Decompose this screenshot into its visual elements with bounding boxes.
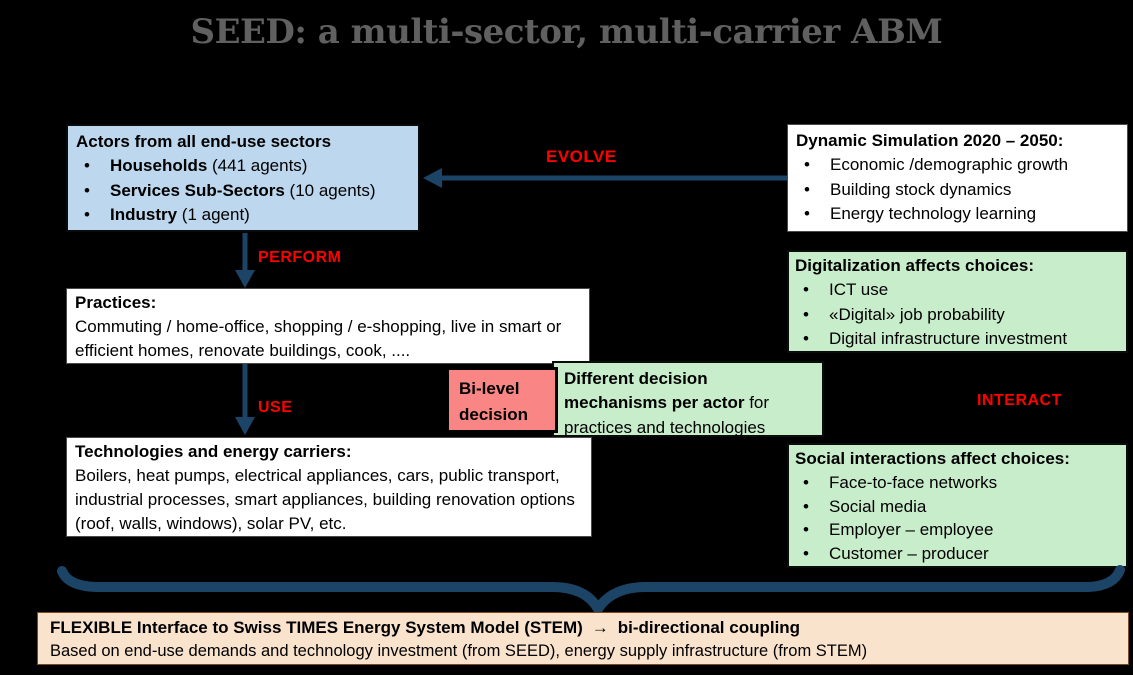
bullet-icon bbox=[795, 471, 829, 495]
footer-line1-rest: bi-directional coupling bbox=[617, 618, 801, 637]
decision-bold-text: Different decision mechanisms per actor bbox=[564, 369, 745, 413]
bullet-icon bbox=[795, 542, 829, 566]
digitalization-list: ICT use «Digital» job probability Digita… bbox=[795, 278, 1120, 351]
bilevel-text: Bi-level decision bbox=[459, 379, 528, 424]
perform-arrow bbox=[235, 233, 255, 288]
digitalization-box: Digitalization affects choices: ICT use … bbox=[787, 250, 1128, 353]
list-item: Services Sub-Sectors (10 agents) bbox=[76, 179, 410, 203]
social-list: Face-to-face networks Social media Emplo… bbox=[795, 471, 1120, 566]
bullet-icon bbox=[795, 278, 829, 302]
interact-label: INTERACT bbox=[977, 392, 1062, 409]
technologies-box: Technologies and energy carriers: Boiler… bbox=[66, 437, 592, 537]
brace-shape bbox=[57, 565, 1125, 614]
actors-box: Actors from all end-use sectors Househol… bbox=[66, 124, 420, 232]
decision-mechanisms-box: Different decision mechanisms per actor … bbox=[552, 361, 824, 437]
dynamic-heading: Dynamic Simulation 2020 – 2050: bbox=[796, 131, 1064, 150]
list-item: Employer – employee bbox=[795, 518, 1120, 542]
footer-line1-text: FLEXIBLE Interface to Swiss TIMES Energy… bbox=[50, 618, 583, 637]
footer-line1: FLEXIBLE Interface to Swiss TIMES Energy… bbox=[50, 616, 1116, 640]
list-item: Social media bbox=[795, 495, 1120, 519]
practices-box: Practices: Commuting / home-office, shop… bbox=[66, 288, 590, 364]
bullet-icon bbox=[796, 202, 830, 226]
actors-item-text: Households (441 agents) bbox=[110, 156, 308, 176]
technologies-heading: Technologies and energy carriers: bbox=[75, 442, 352, 461]
bullet-icon bbox=[795, 518, 829, 542]
digitalization-heading: Digitalization affects choices: bbox=[795, 256, 1034, 275]
actors-list: Households (441 agents) Services Sub-Sec… bbox=[76, 154, 410, 227]
list-item: Customer – producer bbox=[795, 542, 1120, 566]
actors-heading: Actors from all end-use sectors bbox=[76, 132, 332, 151]
bullet-icon bbox=[795, 303, 829, 327]
practices-body: Commuting / home-office, shopping / e-sh… bbox=[75, 317, 562, 361]
evolve-label: EVOLVE bbox=[546, 147, 617, 166]
bullet-icon bbox=[795, 495, 829, 519]
dynamic-list: Economic /demographic growth Building st… bbox=[796, 153, 1119, 226]
actors-item-text: Industry (1 agent) bbox=[110, 205, 250, 225]
perform-label: PERFORM bbox=[258, 249, 342, 266]
practices-heading: Practices: bbox=[75, 293, 157, 312]
bullet-icon bbox=[76, 179, 110, 203]
use-arrow bbox=[235, 364, 255, 435]
list-item: Energy technology learning bbox=[796, 202, 1119, 226]
social-interactions-box: Social interactions affect choices: Face… bbox=[787, 443, 1128, 568]
bullet-icon bbox=[76, 154, 110, 178]
bullet-icon bbox=[795, 327, 829, 351]
bullet-icon bbox=[76, 203, 110, 227]
dynamic-simulation-box: Dynamic Simulation 2020 – 2050: Economic… bbox=[787, 124, 1128, 232]
bullet-icon bbox=[796, 153, 830, 177]
list-item: Digital infrastructure investment bbox=[795, 327, 1120, 351]
list-item: Industry (1 agent) bbox=[76, 203, 410, 227]
actors-item-text: Services Sub-Sectors (10 agents) bbox=[110, 180, 376, 200]
stem-interface-box: FLEXIBLE Interface to Swiss TIMES Energy… bbox=[37, 612, 1129, 665]
social-heading: Social interactions affect choices: bbox=[795, 449, 1070, 468]
evolve-arrow bbox=[423, 168, 787, 188]
list-item: Economic /demographic growth bbox=[796, 153, 1119, 177]
list-item: Face-to-face networks bbox=[795, 471, 1120, 495]
list-item: Households (441 agents) bbox=[76, 154, 410, 178]
decision-rest-text: for practices and technologies bbox=[564, 393, 770, 437]
list-item: «Digital» job probability bbox=[795, 303, 1120, 327]
use-label: USE bbox=[258, 399, 293, 416]
bilevel-decision-box: Bi-level decision bbox=[446, 367, 558, 433]
technologies-body: Boilers, heat pumps, electrical applianc… bbox=[75, 466, 575, 534]
bullet-icon bbox=[796, 178, 830, 202]
list-item: ICT use bbox=[795, 278, 1120, 302]
list-item: Building stock dynamics bbox=[796, 178, 1119, 202]
page-title: SEED: a multi-sector, multi-carrier ABM bbox=[190, 12, 943, 52]
right-arrow-icon: → bbox=[591, 618, 609, 637]
footer-line2: Based on end-use demands and technology … bbox=[50, 641, 868, 660]
